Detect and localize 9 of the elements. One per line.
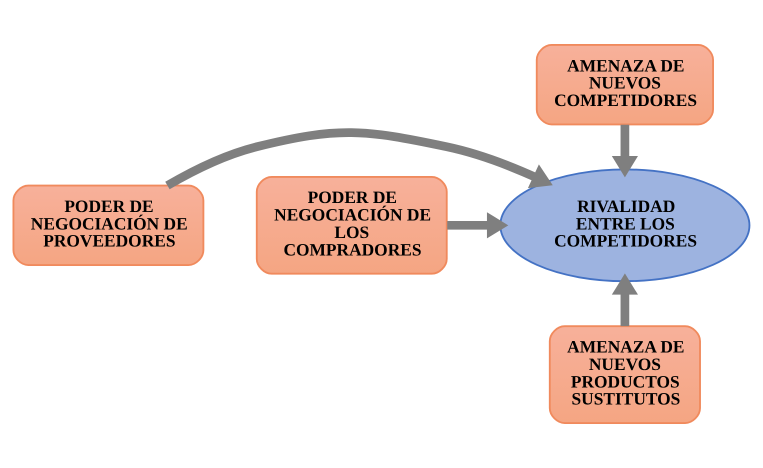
arrow <box>165 128 553 190</box>
arrow <box>612 273 638 326</box>
node-ellipse: RIVALIDAD ENTRE LOS COMPETIDORES <box>499 168 750 282</box>
node-box: AMENAZA DE NUEVOS PRODUCTOS SUSTITUTOS <box>548 325 701 424</box>
arrow <box>447 212 508 238</box>
node-box: PODER DE NEGOCIACIÓN DE PROVEEDORES <box>12 184 204 266</box>
node-box: PODER DE NEGOCIACIÓN DE LOS COMPRADORES <box>256 176 448 275</box>
arrow <box>612 124 638 178</box>
node-box: AMENAZA DE NUEVOS COMPETIDORES <box>536 44 714 126</box>
